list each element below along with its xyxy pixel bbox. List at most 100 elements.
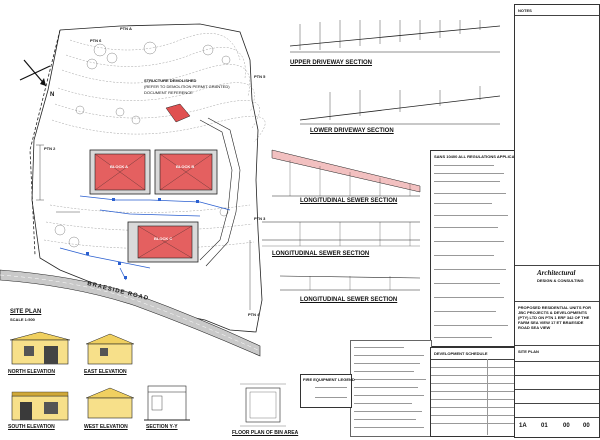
title-block: NOTES Architectural DESIGN & CONSULTING … [514,4,600,438]
notes-line [434,297,504,298]
tb-brand: Architectural [537,269,576,277]
schedule-row [431,415,515,416]
tb-divider [515,375,599,376]
ptn3-label: PTN 3 [254,216,266,221]
tb-divider [515,417,599,418]
ptn-a-label: PTN A [120,26,132,31]
tb-sheet-c: 00 [563,423,570,429]
block-b [154,149,218,195]
fire-legend-box: FIRE EQUIPMENT LEGEND [300,374,355,408]
tb-divider [515,403,599,404]
section-yy-drawing [144,385,190,421]
west-elevation-label: WEST ELEVATION [84,424,128,430]
sewer-section-2-label: LONGITUDINAL SEWER SECTION [272,251,370,257]
block-a-label: BLOCK A [110,164,129,169]
legend-line [315,387,347,388]
notes-title: SANS 10400 ALL REGULATIONS APPLICABLE [434,154,523,159]
tb-divider [515,301,599,302]
tb-divider [515,265,599,266]
legend-line [315,397,347,398]
tb-divider [515,345,599,346]
north-arrow-icon [19,59,51,87]
tb-divider [515,15,599,16]
tb-drawing: SITE PLAN [518,349,539,354]
internal-road [199,117,241,267]
schedule-row [431,391,515,392]
upper-driveway-section [289,20,501,53]
ptn6-label: PTN 6 [90,38,102,43]
notes-line [434,181,500,182]
schedule-row [431,359,515,360]
notes-line [434,255,494,256]
north-label: N [50,92,55,98]
desc-line [354,387,418,388]
braeside-road [0,269,261,357]
desc-line [354,371,414,372]
upper-driveway-label: UPPER DRIVEWAY SECTION [290,60,373,66]
schedule-title: DEVELOPMENT SCHEDULE [434,351,488,356]
desc-line [354,403,412,404]
section-yy-label: SECTION Y-Y [146,424,178,430]
east-elevation-label: EAST ELEVATION [84,369,127,375]
service-markers [86,198,199,279]
south-elevation-drawing [11,391,69,421]
notes-line [434,311,496,312]
contour-lines [43,33,266,249]
block-c-label: BLOCK C [154,236,173,241]
site-boundary [29,23,263,333]
block-c [127,221,199,263]
ptn5-label: PTN 5 [254,74,266,79]
tb-notes-label: NOTES [518,8,532,13]
desc-line [354,427,424,428]
notes-line [434,193,506,194]
dimension-lines [36,144,251,310]
site-plan-label: SITE PLAN [10,309,42,315]
legend-title: FIRE EQUIPMENT LEGEND [303,377,355,382]
notes-line [434,203,492,204]
desc-line [354,419,416,420]
site-plan-scale: SCALE 1:500 [10,317,35,322]
sewer-section-1-label: LONGITUDINAL SEWER SECTION [300,198,398,204]
north-elevation-label: NORTH ELEVATION [8,369,56,375]
bin-area-floor-plan [240,383,286,427]
vegetation [54,41,231,248]
desc-line [354,379,426,380]
east-elevation-drawing [85,333,135,365]
sewer-section-3-label: LONGITUDINAL SEWER SECTION [300,297,398,303]
schedule-row [431,375,515,376]
tb-brand-sub: DESIGN & CONSULTING [537,278,584,283]
schedule-row [431,383,515,384]
development-schedule-box: DEVELOPMENT SCHEDULE [430,347,516,437]
notes-line [434,165,494,166]
tb-divider [515,389,599,390]
notes-line [434,283,500,284]
north-elevation-drawing [9,331,71,365]
notes-line [434,227,498,228]
demolished-structure [165,103,191,123]
block-a [89,149,151,195]
notes-line [434,173,504,174]
demolished-sub-label: (REFER TO DEMOLITION PERMIT GRANTED) [144,84,230,89]
bin-area-label: FLOOR PLAN OF BIN AREA [232,430,299,436]
schedule-row [431,407,515,408]
desc-line [354,347,404,348]
tb-project: PROPOSED RESIDENTIAL UNITS FOR JBC PROJE… [518,305,592,330]
description-box [350,340,432,437]
tb-sheet-b: 01 [541,423,548,429]
ptn4-label: PTN 4 [248,312,260,317]
sewer-section-1 [271,149,421,197]
notes-line [434,215,508,216]
schedule-row [431,423,515,424]
schedule-row [431,399,515,400]
demolished-label: STRUCTURE DEMOLISHED [144,78,197,83]
demolished-sub-label-2: DOCUMENT REFERENCE [144,90,193,95]
notes-line [434,337,492,338]
south-elevation-label: SOUTH ELEVATION [8,424,55,430]
west-elevation-drawing [85,387,135,419]
desc-line [354,411,422,412]
sewer-section-3 [279,275,421,291]
desc-line [354,363,420,364]
regulations-notes-box: SANS 10400 ALL REGULATIONS APPLICABLE [430,150,522,347]
